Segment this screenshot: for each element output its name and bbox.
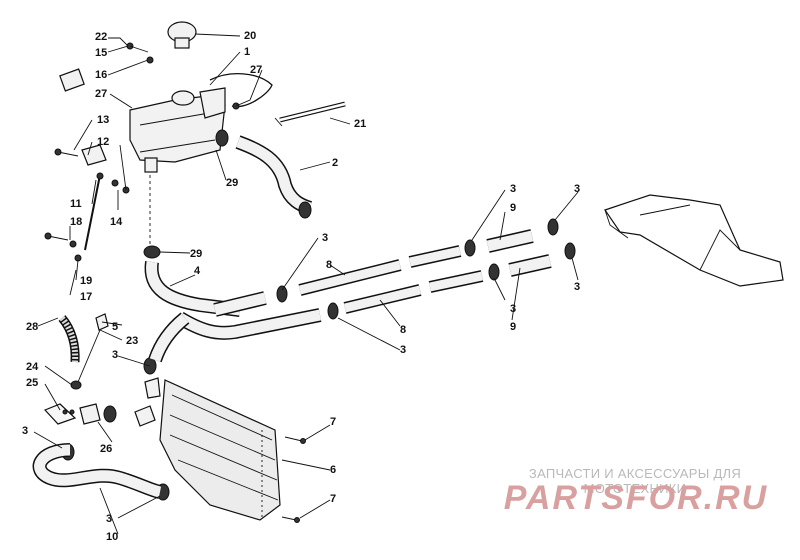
callout-3-a: 3 [322,232,328,244]
callout-9-a: 9 [510,202,516,214]
callout-25: 25 [26,377,38,389]
callout-3-d: 3 [510,303,516,315]
rivets [281,436,306,523]
watermark-logo: PARTSFOR.RU [503,479,769,517]
callout-12: 12 [97,136,109,148]
callout-3-f: 3 [400,344,406,356]
fittings [43,313,161,427]
callout-26: 26 [100,443,112,455]
callout-3-e: 3 [574,281,580,293]
drain-hose [58,315,80,363]
callout-11: 11 [70,198,82,210]
callout-21: 21 [354,118,366,130]
callout-15: 15 [95,47,107,59]
callout-29: 29 [226,177,238,189]
hose-2 [235,135,313,215]
callout-8-a: 8 [326,259,332,271]
callout-20: 20 [244,30,256,42]
callout-17: 17 [80,291,92,303]
vent-tube [274,101,346,127]
callout-16: 16 [95,69,107,81]
callout-3-i: 3 [106,513,112,525]
coolant-pipe-upper [213,229,534,317]
callout-22: 22 [95,31,107,43]
callout-10: 10 [106,531,118,543]
callout-7-b: 7 [330,493,336,505]
hose-5 [148,312,190,363]
callout-8-b: 8 [400,324,406,336]
hose-10 [32,443,162,499]
callout-3-h: 3 [22,425,28,437]
callout-14: 14 [110,216,123,228]
callout-24: 24 [26,361,39,373]
radiator-cap [167,21,197,49]
callout-28: 28 [26,321,38,333]
overflow-bracket [59,68,85,92]
callout-3-b: 3 [510,183,516,195]
callout-7-a: 7 [330,416,336,428]
callout-23: 23 [126,335,138,347]
tank-mount-hardware [44,42,240,262]
callout-4: 4 [194,265,201,277]
callout-9-b: 9 [510,321,516,333]
bracket-strap [209,73,273,108]
callout-18: 18 [70,216,82,228]
callout-27: 27 [95,88,107,100]
callout-labels: 22 15 16 27 20 1 27 21 13 12 14 29 2 11 … [22,30,580,543]
callout-3-g: 3 [112,349,118,361]
callout-29-b: 29 [190,248,202,260]
watermark-tagline: ЗАПЧАСТИ И АКСЕССУАРЫ ДЛЯ МОТОТЕХНИКИ [528,466,742,496]
callout-19: 19 [80,275,92,287]
leader-lines [33,33,579,535]
callout-2: 2 [332,157,338,169]
callout-27-b: 27 [250,64,262,76]
tunnel-frame [604,194,784,287]
callout-5: 5 [112,321,118,333]
callout-3-c: 3 [574,183,580,195]
callout-6: 6 [330,464,336,476]
coolant-tank [129,87,226,173]
heat-exchanger [159,379,281,521]
hose-4 [144,175,241,317]
callout-1: 1 [244,46,250,58]
callout-13: 13 [97,114,109,126]
